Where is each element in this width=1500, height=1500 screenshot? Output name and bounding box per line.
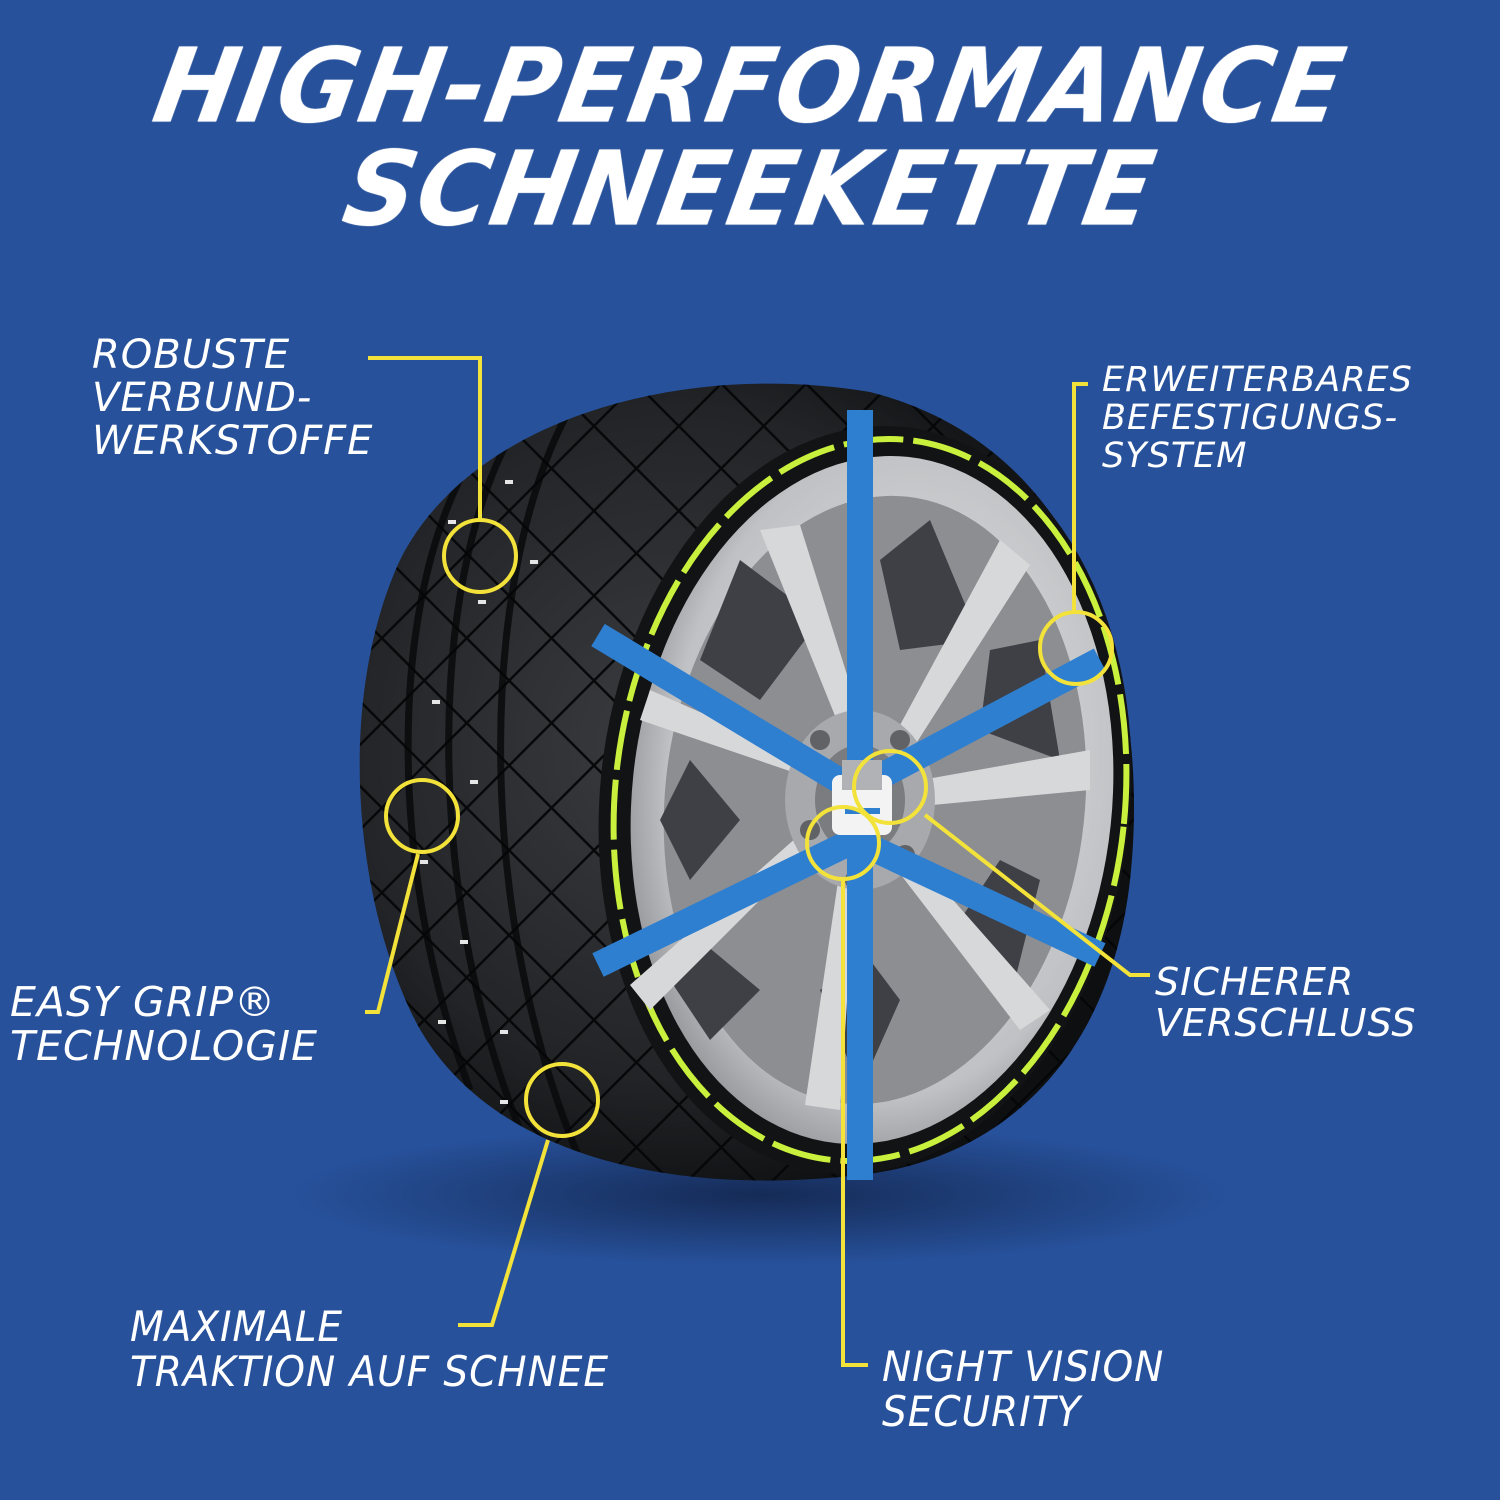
callout-text: TRAKTION AUF SCHNEE: [130, 1347, 609, 1397]
callout-text: TECHNOLOGIE: [10, 1022, 318, 1071]
callout-text: ERWEITERBARES: [1102, 360, 1413, 400]
callout-maximale-traktion: MAXIMALE TRAKTION AUF SCHNEE: [130, 1304, 609, 1395]
callout-text: SICHERER: [1155, 960, 1355, 1004]
callout-text: SYSTEM: [1102, 435, 1248, 476]
callout-text: BEFESTIGUNGS-: [1102, 397, 1399, 438]
callout-text: MAXIMALE: [130, 1302, 344, 1351]
title-line-1: HIGH-PERFORMANCE: [145, 27, 1355, 147]
title-line-2: SCHNEEKETTE: [335, 130, 1165, 250]
ground-shadow: [290, 1125, 1230, 1265]
callout-text: EASY GRIP®: [10, 978, 277, 1026]
callout-sicherer-verschluss: SICHERER VERSCHLUSS: [1155, 960, 1417, 1046]
callout-text: ROBUSTE: [92, 332, 291, 378]
callout-night-vision-security: NIGHT VISION SECURITY: [882, 1344, 1164, 1435]
callout-text: SECURITY: [882, 1387, 1082, 1437]
callout-text: VERSCHLUSS: [1155, 1001, 1417, 1046]
callout-text: NIGHT VISION: [882, 1342, 1165, 1391]
callout-lines: [365, 356, 1150, 1367]
callout-easy-grip-technologie: EASY GRIP® TECHNOLOGIE: [10, 980, 318, 1069]
callout-text: WERKSTOFFE: [92, 418, 374, 465]
callout-robuste-verbundwerkstoffe: ROBUSTE VERBUND- WERKSTOFFE: [92, 332, 374, 465]
callout-erweiterbares-befestigungssystem: ERWEITERBARES BEFESTIGUNGS- SYSTEM: [1102, 360, 1413, 476]
callout-text: VERBUND-: [92, 375, 313, 422]
